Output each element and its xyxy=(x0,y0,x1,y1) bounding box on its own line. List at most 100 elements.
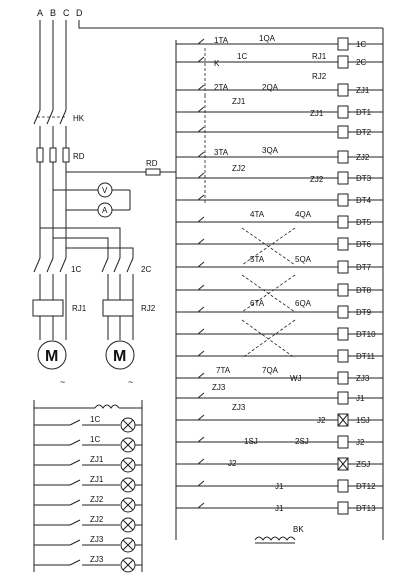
ammeter-label: A xyxy=(102,206,108,215)
coil-box xyxy=(337,37,349,51)
contactor-1c-label: 1C xyxy=(71,265,81,274)
coil-label: ZJ2 xyxy=(356,153,370,162)
label-j2-a: J2 xyxy=(317,416,326,425)
control-circuit: 1C2CZJ1DT1DT2ZJ2DT3DT4DT5DT6DT7DT8DT9DT1… xyxy=(175,28,384,544)
contactor-2c-label: 2C xyxy=(141,265,151,274)
label-zj2-a: ZJ2 xyxy=(232,164,246,173)
motor-1-ac-symbol: ~ xyxy=(60,377,65,387)
label-7ta: 7TA xyxy=(216,366,231,375)
coil-label: DT7 xyxy=(356,263,372,272)
label-5qa: 5QA xyxy=(295,255,312,264)
motor-2-ac-symbol: ~ xyxy=(128,377,133,387)
label-2sj: 2SJ xyxy=(295,437,309,446)
bus-label-a: A xyxy=(37,8,43,18)
label-wj: WJ xyxy=(290,374,302,383)
label-rj1-contact: RJ1 xyxy=(312,52,327,61)
bus-label-d: D xyxy=(76,8,83,18)
coil-box xyxy=(337,215,349,229)
coil-box xyxy=(337,391,349,405)
label-2ta: 2TA xyxy=(214,83,229,92)
lamp-label: ZJ1 xyxy=(90,475,104,484)
coil-box xyxy=(337,260,349,274)
coil-label: DT5 xyxy=(356,218,372,227)
motor-1 xyxy=(37,340,67,370)
coil-label: DT4 xyxy=(356,196,372,205)
coil-label: ZJ1 xyxy=(356,86,370,95)
coil-label: DT3 xyxy=(356,174,372,183)
fuse-rd-label: RD xyxy=(73,152,85,161)
motor-1-label: M xyxy=(45,348,58,365)
label-1c-aux: 1C xyxy=(237,52,247,61)
label-zj1-b: ZJ1 xyxy=(310,109,324,118)
coil-label: J1 xyxy=(356,394,365,403)
coil-box xyxy=(337,193,349,207)
label-5ta: 5TA xyxy=(250,255,265,264)
coil-box xyxy=(337,83,349,97)
thermal-relay-rj2-label: RJ2 xyxy=(141,304,156,313)
coil-label: DT2 xyxy=(356,128,372,137)
coil-box xyxy=(337,327,349,341)
coil-box xyxy=(337,237,349,251)
label-4qa: 4QA xyxy=(295,210,312,219)
coil-box xyxy=(337,349,349,363)
coil-box xyxy=(337,501,349,515)
coil-label: DT9 xyxy=(356,308,372,317)
coil-label: DT12 xyxy=(356,482,376,491)
lamp-label: ZJ2 xyxy=(90,495,104,504)
coil-box xyxy=(337,305,349,319)
label-zj2-b: ZJ2 xyxy=(310,175,324,184)
label-6qa: 6QA xyxy=(295,299,312,308)
label-7qa: 7QA xyxy=(262,366,279,375)
bus-label-c: C xyxy=(63,8,70,18)
coil-label: DT1 xyxy=(356,108,372,117)
lamp-label: 1C xyxy=(90,435,100,444)
voltmeter-label: V xyxy=(102,186,108,195)
coil-label: DT13 xyxy=(356,504,376,513)
label-4ta: 4TA xyxy=(250,210,265,219)
ctrl-fuse-rd-label: RD xyxy=(146,159,158,168)
lamp-label: ZJ1 xyxy=(90,455,104,464)
coil-label: J2 xyxy=(356,438,365,447)
hk-switch-label: HK xyxy=(73,114,85,123)
label-zj3-b: ZJ3 xyxy=(232,403,246,412)
coil-box xyxy=(337,283,349,297)
lamp-label: ZJ3 xyxy=(90,535,104,544)
label-2qa: 2QA xyxy=(262,83,279,92)
label-bk: BK xyxy=(293,525,304,534)
coil-label: 1SJ xyxy=(356,416,370,425)
coil-box xyxy=(337,150,349,164)
coil-box xyxy=(337,105,349,119)
label-1qa: 1QA xyxy=(259,34,276,43)
coil-box xyxy=(337,55,349,69)
coil-label: ZJ3 xyxy=(356,374,370,383)
coil-box xyxy=(337,371,349,385)
motor-2 xyxy=(105,340,135,370)
label-j1-a: J1 xyxy=(275,482,284,491)
coil-label: DT8 xyxy=(356,286,372,295)
label-j1-b: J1 xyxy=(275,504,284,513)
label-rj2-contact: RJ2 xyxy=(312,72,327,81)
coil-label: DT10 xyxy=(356,330,376,339)
label-3ta: 3TA xyxy=(214,148,229,157)
bus-label-b: B xyxy=(50,8,56,18)
coil-label: DT6 xyxy=(356,240,372,249)
coil-box xyxy=(337,171,349,185)
coil-label: ZSJ xyxy=(356,460,370,469)
thermal-relay-rj1-label: RJ1 xyxy=(72,304,87,313)
label-zj3-a: ZJ3 xyxy=(212,383,226,392)
coil-label: 1C xyxy=(356,40,366,49)
coil-label: 2C xyxy=(356,58,366,67)
label-1sj: 1SJ xyxy=(244,437,258,446)
motor-2-label: M xyxy=(113,348,126,365)
label-1ta: 1TA xyxy=(214,36,229,45)
lamp-label: 1C xyxy=(90,415,100,424)
coil-box xyxy=(337,125,349,139)
label-3qa: 3QA xyxy=(262,146,279,155)
lamp-label: ZJ2 xyxy=(90,515,104,524)
coil-box xyxy=(337,479,349,493)
lamp-label: ZJ3 xyxy=(90,555,104,564)
power-circuit: HK RD RD V A 1C xyxy=(32,20,383,387)
coil-box xyxy=(337,435,349,449)
